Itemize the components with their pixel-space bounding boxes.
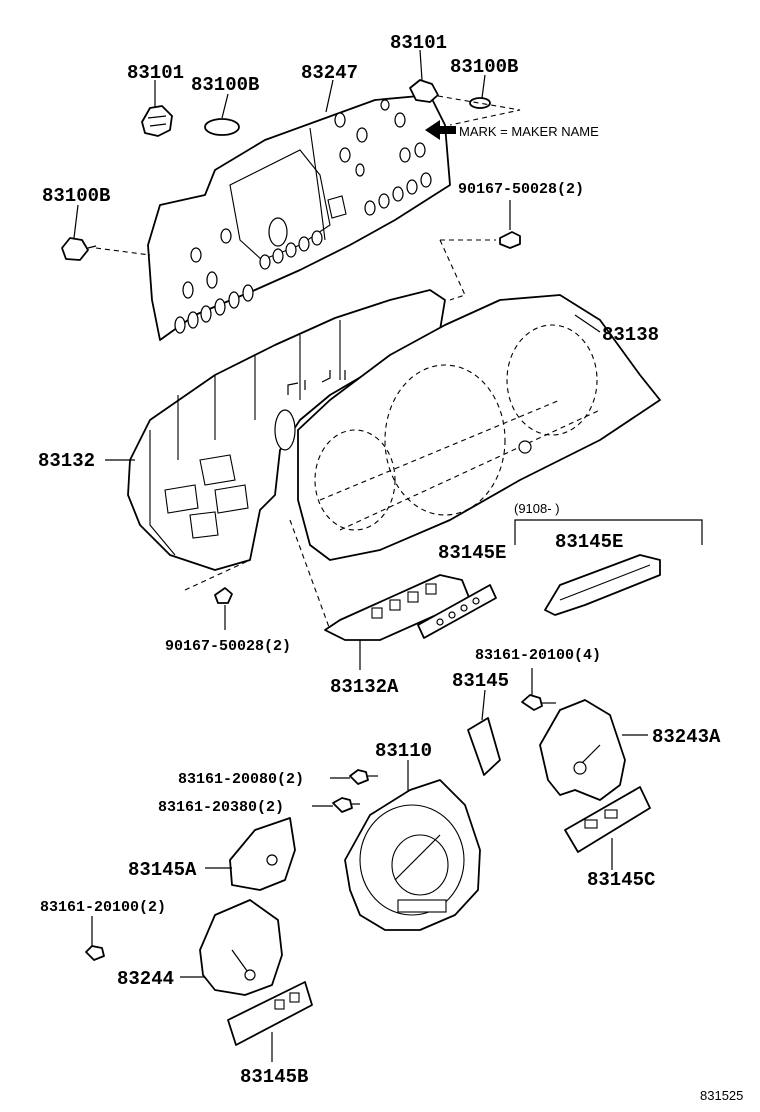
label-83100B-side: 83100B xyxy=(42,185,110,207)
plate-83145A xyxy=(229,817,296,891)
label-83145C: 83145C xyxy=(587,869,655,891)
label-83101-right: 83101 xyxy=(390,32,447,54)
maker-mark-arrow-icon xyxy=(425,120,456,140)
meter-hood-83138 xyxy=(297,294,661,561)
bulb-83100B-left xyxy=(204,118,240,136)
label-83243A: 83243A xyxy=(652,726,721,748)
socket-83161-20100-right xyxy=(521,694,556,711)
label-83244: 83244 xyxy=(117,968,174,990)
label-83247: 83247 xyxy=(301,62,358,84)
label-83132: 83132 xyxy=(38,450,95,472)
strip-83145E-right xyxy=(544,554,661,616)
plate-83145C xyxy=(564,786,651,853)
meter-case-83132 xyxy=(127,289,446,571)
plate-83145 xyxy=(467,717,501,776)
label-83161-20380: 83161-20380(2) xyxy=(158,799,284,816)
socket-83161-20380 xyxy=(332,797,360,813)
label-83101-left: 83101 xyxy=(127,62,184,84)
label-mark-maker-name: MARK = MAKER NAME xyxy=(459,124,599,139)
gauge-83244 xyxy=(199,899,283,996)
printed-circuit-83132A xyxy=(324,574,471,641)
screw-90167-bottom xyxy=(214,587,233,604)
label-83138: 83138 xyxy=(602,324,659,346)
label-date-range: (9108- ) xyxy=(514,501,560,516)
printed-circuit-plate-83247 xyxy=(147,94,451,341)
label-83161-20080: 83161-20080(2) xyxy=(178,771,304,788)
label-83145E-right: 83145E xyxy=(555,531,623,553)
bulb-83100B-right xyxy=(469,97,491,109)
label-83161-20100-4: 83161-20100(4) xyxy=(475,647,601,664)
plate-83145B xyxy=(227,981,313,1046)
label-83110: 83110 xyxy=(375,740,432,762)
diagram-id: 831525 xyxy=(700,1088,743,1103)
socket-83161-20100-left xyxy=(85,945,105,961)
label-83161-20100-2: 83161-20100(2) xyxy=(40,899,166,916)
speedometer-83110 xyxy=(344,779,481,931)
socket-83100B-side xyxy=(61,237,97,261)
label-90167-50028-bottom: 90167-50028(2) xyxy=(165,638,291,655)
label-83145B: 83145B xyxy=(240,1066,308,1088)
label-90167-50028-top: 90167-50028(2) xyxy=(458,181,584,198)
label-83100B-left: 83100B xyxy=(191,74,259,96)
label-83132A: 83132A xyxy=(330,676,399,698)
socket-83101-right xyxy=(409,79,439,103)
label-83145A: 83145A xyxy=(128,859,197,881)
socket-83161-20080 xyxy=(349,769,378,785)
screw-90167-top xyxy=(499,200,521,249)
strip-83145E-left xyxy=(417,584,497,639)
label-83145E-left: 83145E xyxy=(438,542,506,564)
plate-holes xyxy=(174,99,432,334)
fuel-gauge-83243A xyxy=(539,699,626,801)
socket-83101-left xyxy=(141,105,173,137)
label-83145: 83145 xyxy=(452,670,509,692)
leader-lines xyxy=(73,49,648,1062)
label-83100B-right: 83100B xyxy=(450,56,518,78)
